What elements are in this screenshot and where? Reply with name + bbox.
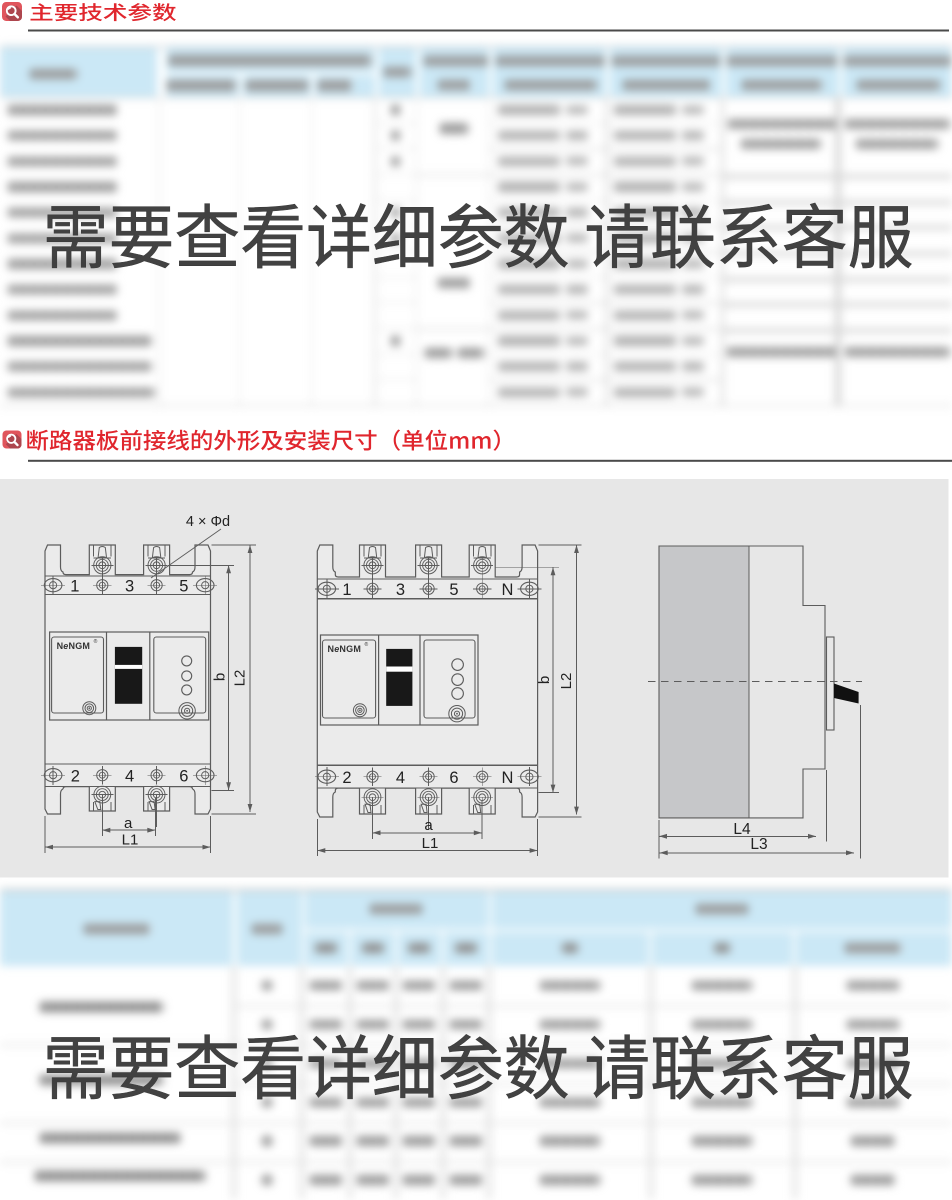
svg-text:L3: L3 bbox=[750, 836, 767, 853]
svg-text:L2: L2 bbox=[232, 670, 249, 687]
svg-text:6: 6 bbox=[449, 769, 458, 787]
svg-text:3: 3 bbox=[396, 581, 405, 599]
svg-text:2: 2 bbox=[71, 768, 80, 786]
svg-text:2: 2 bbox=[342, 769, 351, 787]
svg-text:L1: L1 bbox=[422, 835, 439, 852]
svg-text:a: a bbox=[124, 815, 133, 832]
svg-text:N: N bbox=[502, 581, 514, 599]
svg-text:b: b bbox=[212, 673, 229, 681]
svg-text:4: 4 bbox=[396, 769, 405, 787]
svg-text:NeNGM: NeNGM bbox=[57, 641, 91, 651]
svg-text:4: 4 bbox=[125, 768, 134, 786]
svg-text:L2: L2 bbox=[558, 673, 575, 690]
svg-text:1: 1 bbox=[342, 581, 351, 599]
svg-text:N: N bbox=[502, 769, 514, 787]
svg-text:6: 6 bbox=[179, 768, 188, 786]
svg-text:1: 1 bbox=[70, 577, 79, 595]
svg-text:5: 5 bbox=[449, 581, 458, 599]
svg-text:5: 5 bbox=[179, 577, 188, 595]
svg-text:L4: L4 bbox=[733, 821, 751, 838]
svg-text:a: a bbox=[424, 817, 433, 834]
svg-text:®: ® bbox=[365, 641, 369, 648]
svg-text:L1: L1 bbox=[122, 832, 139, 849]
svg-text:®: ® bbox=[94, 638, 98, 645]
svg-text:b: b bbox=[536, 676, 553, 684]
svg-text:NeNGM: NeNGM bbox=[328, 644, 362, 654]
svg-text:4 × Φd: 4 × Φd bbox=[186, 514, 230, 530]
svg-text:3: 3 bbox=[125, 577, 134, 595]
